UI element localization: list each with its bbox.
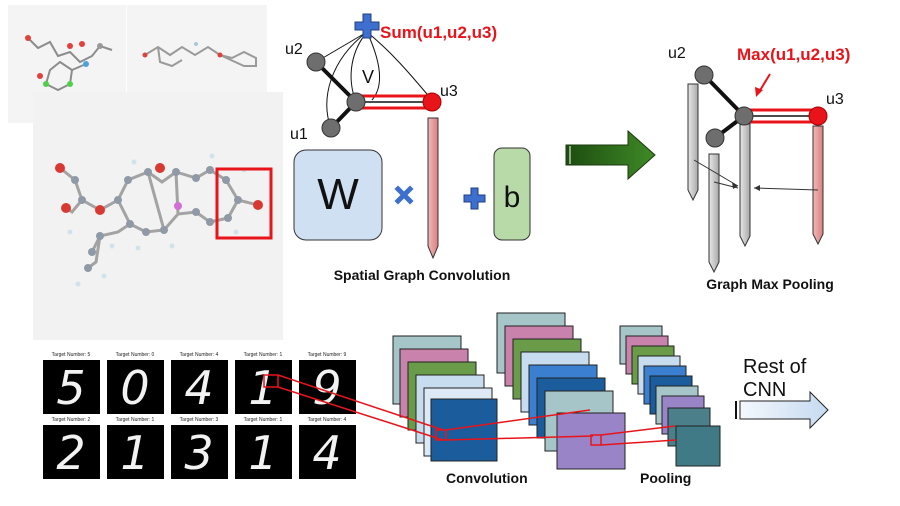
mnist-digit: 1 [248,361,277,415]
pool-node-u1 [705,128,725,148]
node-u1 [321,118,341,138]
mnist-target-label: Target Number: 1 [116,417,155,423]
mnist-cell: Target Number: 99 [299,352,356,415]
receptive-field-lines [263,374,677,446]
max-label: Max(u1,u2,u3) [737,45,850,64]
pool-stack [619,325,721,467]
conv-stack-2 [496,312,626,470]
mnist-image [299,425,356,479]
feature-bar-u3 [427,117,439,260]
label-u3: u3 [440,83,458,100]
highlight-box [215,167,273,240]
mnist-image [299,360,356,414]
mnist-cell: Target Number: 5 5 [43,352,100,415]
node-u3 [422,92,442,112]
molecule-main-panel [33,92,283,340]
molecule-thumbnail-2 [127,5,267,95]
mnist-image [43,360,100,414]
mnist-image [235,425,292,479]
pool-caption: Pooling [640,470,691,486]
mnist-target-label: Target Number: 9 [308,352,347,358]
mnist-digit: 5 [56,361,85,415]
cnn-diagram: Convolution Pooling Rest of CNN [263,312,829,486]
mnist-target-label: Target Number: 5 [52,352,91,358]
mnist-cell: Target Number: 4 4 [171,352,228,415]
mnist-image [43,425,100,479]
conv-caption: Convolution [446,470,528,486]
label-v: V [362,67,374,87]
bias-label: b [504,181,521,214]
rest-label-line2: CNN [743,379,786,401]
max-arrow [755,73,771,97]
mnist-image [171,425,228,479]
label-u2: u2 [285,41,303,58]
mnist-target-label: Target Number: 1 [244,417,283,423]
mnist-cell: Target Number: 4 4 [299,417,356,480]
weight-box [293,149,383,241]
mnist-image [107,425,164,479]
mnist-cell: Target Number: 1 1 [107,417,164,480]
mnist-cell: Target Number: 2 2 [43,417,100,480]
pool-bar-u2 [687,83,699,202]
conv-stack-1 [392,335,498,462]
pool-node-u2 [694,65,714,85]
mnist-digit: 1 [120,426,149,480]
mnist-target-label: Target Number: 2 [52,417,91,423]
pool-bar-u3 [812,125,824,246]
graph-conv-caption: Spatial Graph Convolution [334,267,511,283]
mnist-target-label: Target Number: 1 [244,352,283,358]
graph-convolution-diagram: Sum(u1,u2,u3) u2 V u3 u1 W b Spatial Gra… [285,13,531,283]
mnist-cell: Target Number: 0 0 [107,352,164,415]
node-u2 [306,52,326,72]
transition-arrow [565,129,656,181]
weight-label: W [317,170,359,219]
mnist-target-label: Target Number: 3 [180,417,219,423]
mnist-digit: 0 [120,361,149,415]
sum-plus-icon [354,13,380,39]
mnist-digit: 3 [184,426,213,480]
pool-node-u3 [808,106,828,126]
bias-box [493,147,531,241]
pool-node-v [734,106,754,126]
graph-pool-caption: Graph Max Pooling [706,276,834,292]
pool-label-u3: u3 [826,91,844,108]
mnist-digit: 4 [184,361,213,415]
mnist-digit: 1 [248,426,277,480]
mnist-target-label: Target Number: 4 [180,352,219,358]
pool-bar-v [739,123,751,248]
mnist-image [171,360,228,414]
plus-icon [463,187,486,210]
mnist-target-label: Target Number: 0 [116,352,155,358]
pool-label-u2: u2 [668,45,686,62]
label-u1: u1 [290,126,308,143]
mnist-cell: Target Number: 1 1 [235,417,292,480]
mnist-target-label: Target Number: 4 [308,417,347,423]
mnist-image [107,360,164,414]
graph-pooling-diagram: Max(u1,u2,u3) u2 u3 Graph Max Pooling [668,45,850,292]
multiply-icon [394,185,414,205]
mnist-cell: Target Number: 3 3 [171,417,228,480]
mnist-digit: 2 [56,426,85,480]
pool-bar-u1 [708,153,720,274]
sum-label: Sum(u1,u2,u3) [380,23,497,42]
node-v [346,92,366,112]
rest-label-line1: Rest of [743,356,807,378]
rest-arrow [735,390,829,430]
mnist-digit: 4 [312,426,341,480]
